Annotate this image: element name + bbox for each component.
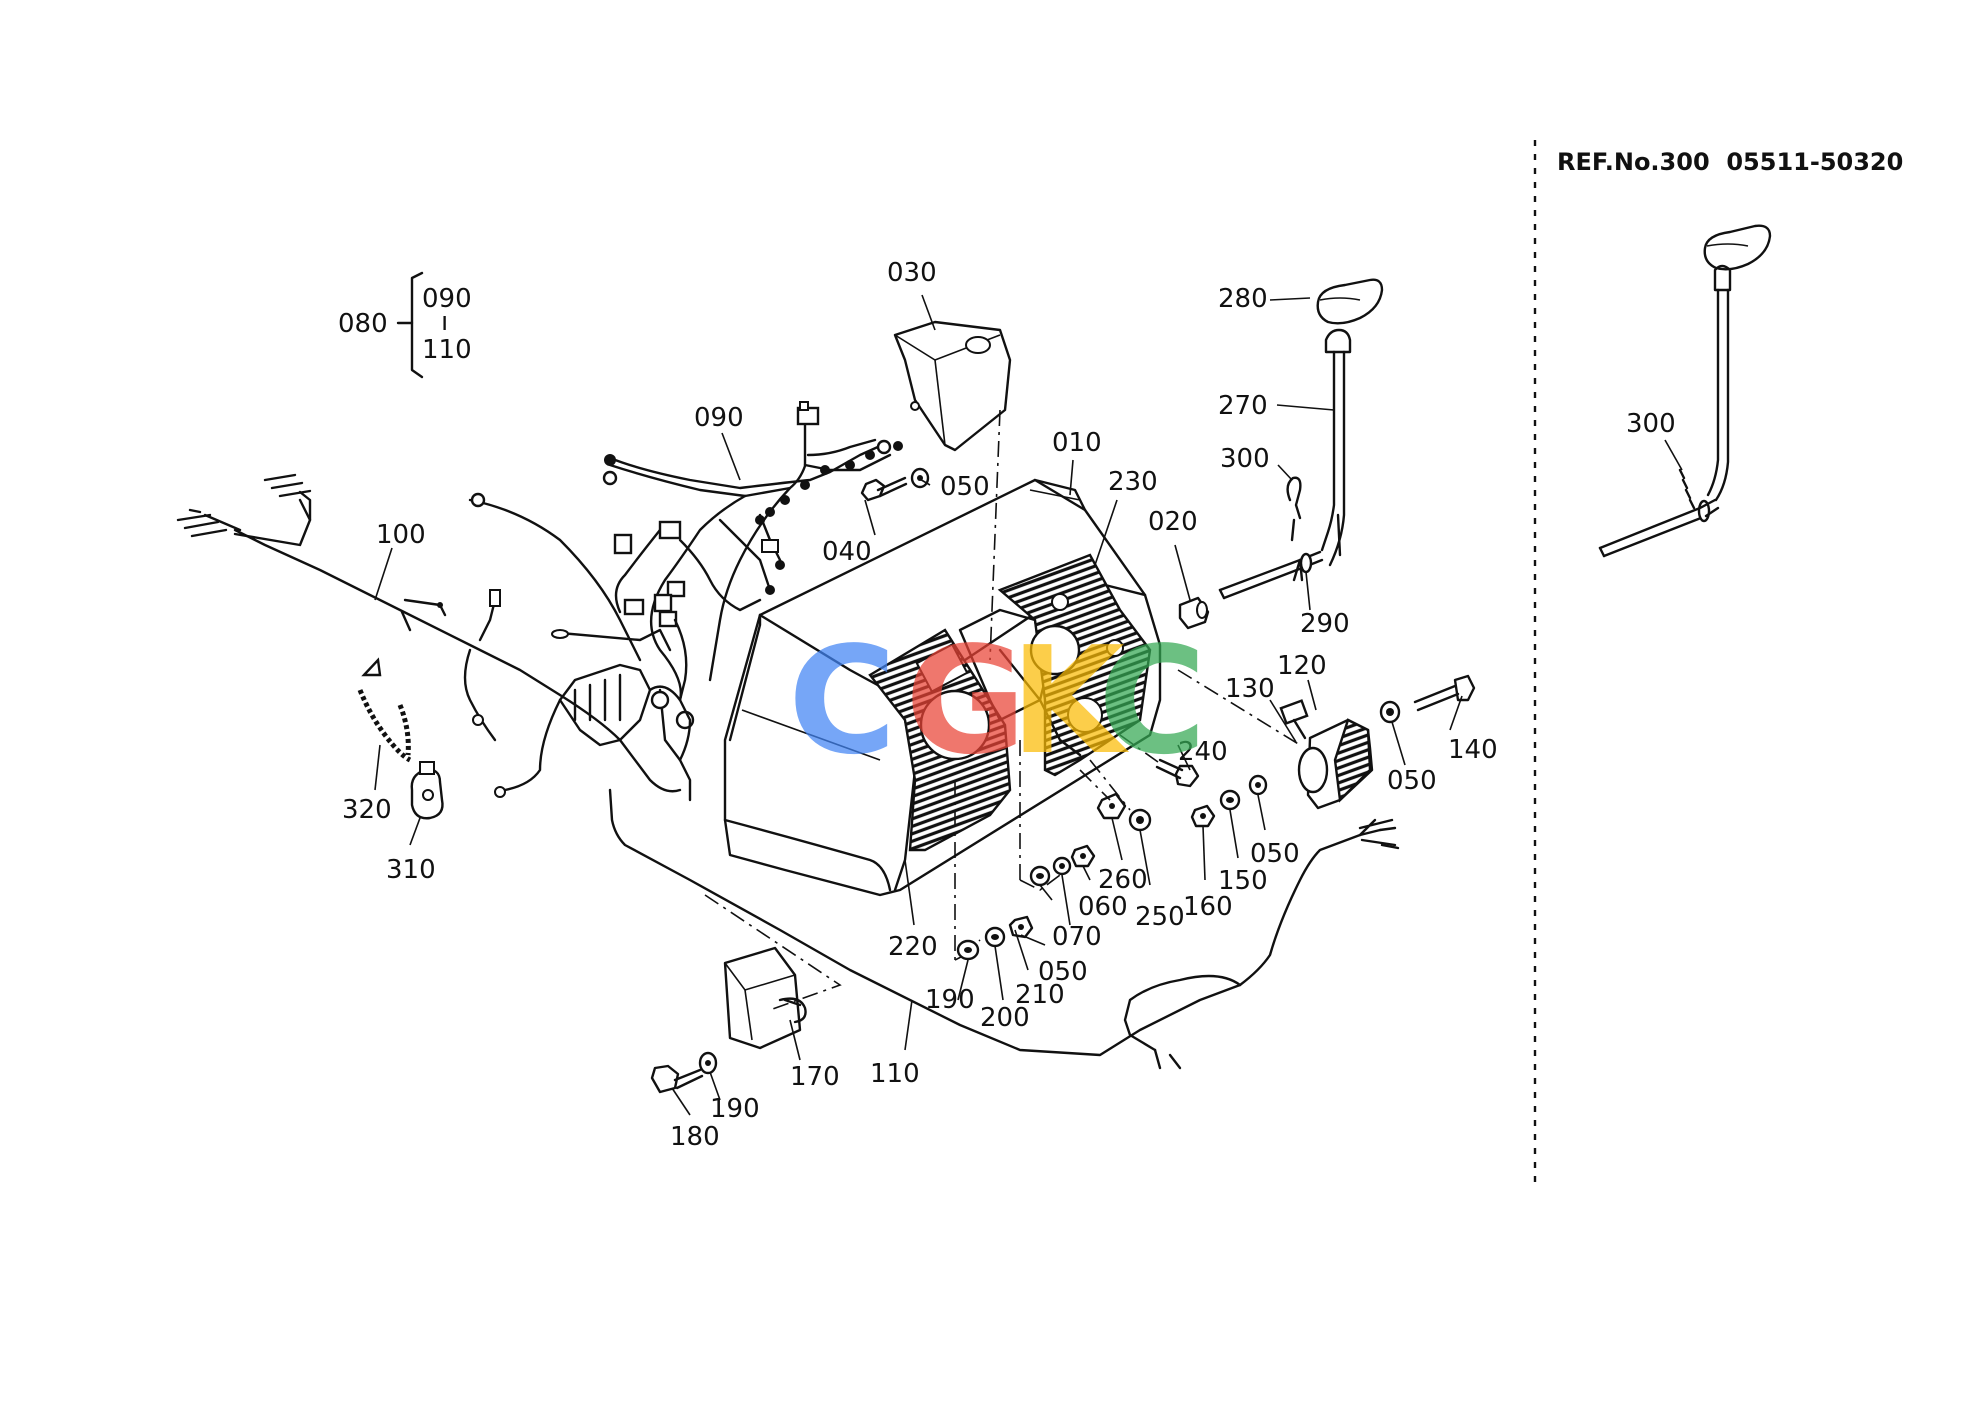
bolt-140 bbox=[1379, 674, 1476, 724]
part-label-010: 010 bbox=[1052, 428, 1102, 458]
part-label-170: 170 bbox=[790, 1062, 840, 1092]
watermark-letter-2: G bbox=[905, 615, 1026, 787]
part-label-190-lower: 190 bbox=[710, 1094, 760, 1124]
bolt-240 bbox=[1119, 734, 1200, 788]
bushing-020 bbox=[1178, 596, 1210, 630]
part-label-060: 060 bbox=[1078, 892, 1128, 922]
part-label-190-mid: 190 bbox=[925, 985, 975, 1015]
reference-note: REF.No.300 05511-50320 bbox=[1557, 148, 1903, 176]
part-label-120: 120 bbox=[1277, 651, 1327, 681]
watermark-letter-3: K bbox=[1010, 615, 1130, 787]
relay-170 bbox=[704, 894, 842, 1050]
wire-harness-100 bbox=[176, 473, 695, 802]
part-label-140: 140 bbox=[1448, 735, 1498, 765]
group-top-label: 090 bbox=[422, 284, 472, 314]
part-label-300-main: 300 bbox=[1220, 444, 1270, 474]
watermark-letter-1: C bbox=[788, 615, 897, 787]
group-parent-label: 080 bbox=[338, 309, 388, 339]
part-label-050-lower: 050 bbox=[1038, 957, 1088, 987]
part-label-230: 230 bbox=[1108, 467, 1158, 497]
part-label-200: 200 bbox=[980, 1003, 1030, 1033]
clip-310 bbox=[410, 761, 444, 820]
part-label-110: 110 bbox=[870, 1059, 920, 1089]
part-label-160: 160 bbox=[1183, 892, 1233, 922]
part-label-250: 250 bbox=[1135, 902, 1185, 932]
pin-300 bbox=[1286, 476, 1302, 542]
part-label-020: 020 bbox=[1148, 507, 1198, 537]
part-label-320: 320 bbox=[342, 795, 392, 825]
part-label-260: 260 bbox=[1098, 865, 1148, 895]
reference-lever bbox=[1598, 224, 1772, 558]
part-label-040: 040 bbox=[822, 537, 872, 567]
part-label-270: 270 bbox=[1218, 391, 1268, 421]
panel-housing bbox=[723, 478, 1162, 897]
part-label-220: 220 bbox=[888, 932, 938, 962]
wire-harness-110 bbox=[608, 788, 1400, 1070]
part-label-050-right: 050 bbox=[1387, 766, 1437, 796]
bolt-180 bbox=[650, 1051, 718, 1094]
leader-lines bbox=[374, 294, 1683, 1116]
part-label-070: 070 bbox=[1052, 922, 1102, 952]
part-label-290: 290 bbox=[1300, 609, 1350, 639]
part-label-030: 030 bbox=[887, 258, 937, 288]
group-separator: ı bbox=[441, 307, 448, 337]
part-label-180: 180 bbox=[670, 1122, 720, 1152]
chain-320 bbox=[357, 657, 412, 763]
wire-harness-090 bbox=[602, 401, 903, 702]
part-label-050-upper: 050 bbox=[940, 472, 990, 502]
group-bracket: 080 090 ı 110 bbox=[338, 271, 472, 379]
part-label-130: 130 bbox=[1225, 674, 1275, 704]
part-label-240: 240 bbox=[1178, 737, 1228, 767]
part-label-050-mid: 050 bbox=[1250, 839, 1300, 869]
watermark-letter-4: C bbox=[1098, 615, 1207, 787]
part-label-210: 210 bbox=[1015, 980, 1065, 1010]
part-label-150: 150 bbox=[1218, 866, 1268, 896]
switch-120 bbox=[1177, 669, 1374, 810]
part-label-280: 280 bbox=[1218, 284, 1268, 314]
fastener-stack-lower bbox=[954, 740, 1152, 961]
fastener-stack-right bbox=[1190, 774, 1268, 828]
part-label-090: 090 bbox=[694, 403, 744, 433]
top-bracket bbox=[893, 320, 1012, 661]
part-labels: 030 010 230 020 090 100 050 040 280 270 … bbox=[342, 258, 1676, 1152]
part-label-100: 100 bbox=[376, 520, 426, 550]
part-label-310: 310 bbox=[386, 855, 436, 885]
part-label-300-inset: 300 bbox=[1626, 409, 1676, 439]
watermark: C G K C bbox=[788, 615, 1207, 787]
group-bottom-label: 110 bbox=[422, 335, 472, 365]
bolt-040 bbox=[860, 467, 930, 502]
lever-270 bbox=[1218, 278, 1384, 600]
